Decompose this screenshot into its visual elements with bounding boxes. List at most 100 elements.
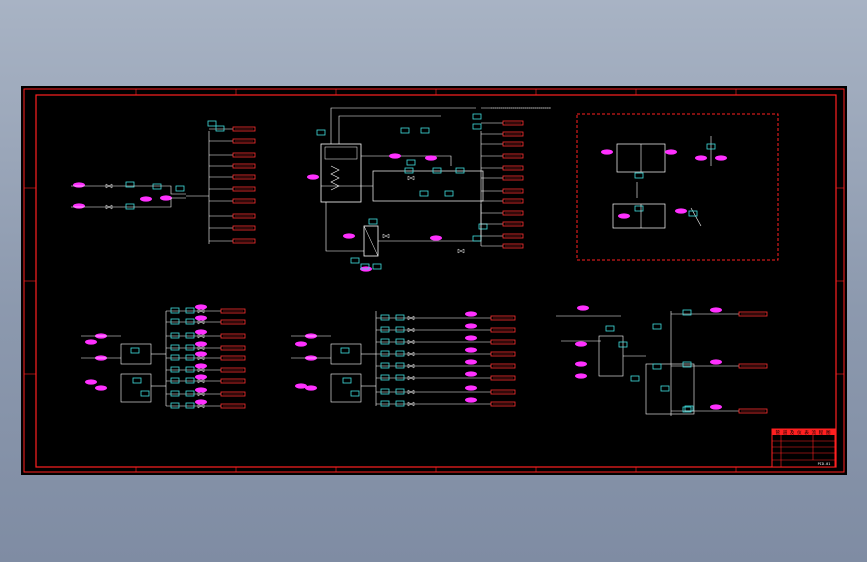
instrument-bubble — [575, 361, 587, 367]
valve-symbol — [105, 204, 113, 210]
stream-label — [502, 153, 524, 159]
mixer-box — [120, 373, 152, 403]
instrument-tag — [472, 235, 482, 242]
valve-symbol — [105, 183, 113, 189]
valve-symbol — [407, 351, 415, 357]
stream-label — [490, 315, 516, 321]
instrument-tag — [350, 257, 360, 264]
stream-label — [502, 131, 524, 137]
stream-label — [490, 389, 516, 395]
instrument-bubble — [425, 155, 437, 161]
pipe-line — [325, 202, 364, 252]
stream-label — [232, 198, 256, 204]
instrument-bubble — [195, 399, 207, 405]
instrument-bubble — [195, 304, 207, 310]
instrument-bubble — [575, 373, 587, 379]
instrument-bubble — [95, 385, 107, 391]
stream-label — [232, 238, 256, 244]
stream-label — [490, 363, 516, 369]
pipe-line — [361, 155, 452, 166]
valve-symbol — [407, 315, 415, 321]
instrument-tag — [125, 203, 135, 210]
instrument-bubble — [195, 329, 207, 335]
pipe-line — [330, 107, 476, 144]
stream-label — [502, 120, 524, 126]
instrument-tag — [185, 402, 195, 409]
stream-label — [232, 163, 256, 169]
instrument-tag — [682, 406, 692, 413]
piping-diagram: 管 道 及 仪 表 流 程 图 PID-01 — [23, 88, 845, 473]
basin — [612, 203, 666, 229]
stream-label — [490, 401, 516, 407]
instrument-bubble — [195, 315, 207, 321]
instrument-bubble — [85, 379, 97, 385]
instrument-tag — [406, 159, 416, 166]
title-block: 管 道 及 仪 表 流 程 图 PID-01 — [771, 428, 836, 468]
instrument-tag — [185, 318, 195, 325]
instrument-bubble — [577, 305, 589, 311]
frame-zone-ticks — [24, 89, 844, 472]
instrument-tag — [395, 314, 405, 321]
instrument-tag — [170, 318, 180, 325]
instrument-bubble — [601, 149, 613, 155]
stream-label — [502, 210, 524, 216]
instrument-tag — [630, 375, 640, 382]
stream-label — [220, 367, 246, 373]
instrument-bubble — [195, 351, 207, 357]
process-loop — [372, 170, 484, 202]
instrument-bubble — [295, 383, 307, 389]
section-bottom-middle — [291, 311, 516, 407]
instrument-bubble — [710, 307, 722, 313]
instrument-tag — [432, 167, 442, 174]
instrument-bubble — [305, 385, 317, 391]
title-block-header: 管 道 及 仪 表 流 程 图 — [776, 429, 831, 436]
stream-label — [232, 174, 256, 180]
stream-label — [738, 363, 768, 369]
instrument-tag — [472, 113, 482, 120]
valve-symbol — [407, 339, 415, 345]
instrument-tag — [634, 205, 644, 212]
heater-coil — [330, 165, 340, 191]
title-block-drawing-no: PID-01 — [818, 462, 831, 466]
instrument-tag — [170, 354, 180, 361]
instrument-tag — [170, 307, 180, 314]
instrument-tag — [152, 183, 162, 190]
instrument-bubble — [665, 149, 677, 155]
instrument-tag — [125, 181, 135, 188]
mixer-box — [330, 373, 362, 403]
instrument-tag — [170, 332, 180, 339]
mixer-box — [120, 343, 152, 365]
stream-label — [220, 333, 246, 339]
instrument-tag — [380, 362, 390, 369]
stream-label — [220, 391, 246, 397]
instrument-tag — [380, 350, 390, 357]
instrument-tag — [368, 218, 378, 225]
valve-symbol — [407, 327, 415, 333]
instrument-tag — [380, 338, 390, 345]
instrument-tag — [395, 326, 405, 333]
outer-frame — [23, 88, 845, 473]
instrument-bubble — [430, 235, 442, 241]
stream-label — [220, 378, 246, 384]
vessel-internal — [324, 146, 358, 160]
instrument-tag — [395, 350, 405, 357]
instrument-bubble — [140, 196, 152, 202]
stream-label — [232, 186, 256, 192]
instrument-bubble — [195, 387, 207, 393]
mixer-box — [645, 363, 695, 415]
pipe-line — [363, 225, 379, 257]
instrument-tag — [380, 400, 390, 407]
instrument-tag — [478, 223, 488, 230]
instrument-bubble — [465, 347, 477, 353]
instrument-bubble — [73, 203, 85, 209]
section-top-left — [71, 120, 256, 244]
instrument-bubble — [295, 341, 307, 347]
valve-symbol — [407, 175, 415, 181]
instrument-tag — [420, 127, 430, 134]
stream-label — [502, 198, 524, 204]
instrument-tag — [404, 167, 414, 174]
instrument-bubble — [695, 155, 707, 161]
instrument-tag — [682, 361, 692, 368]
stream-label — [232, 126, 256, 132]
pipe-line — [378, 204, 482, 242]
